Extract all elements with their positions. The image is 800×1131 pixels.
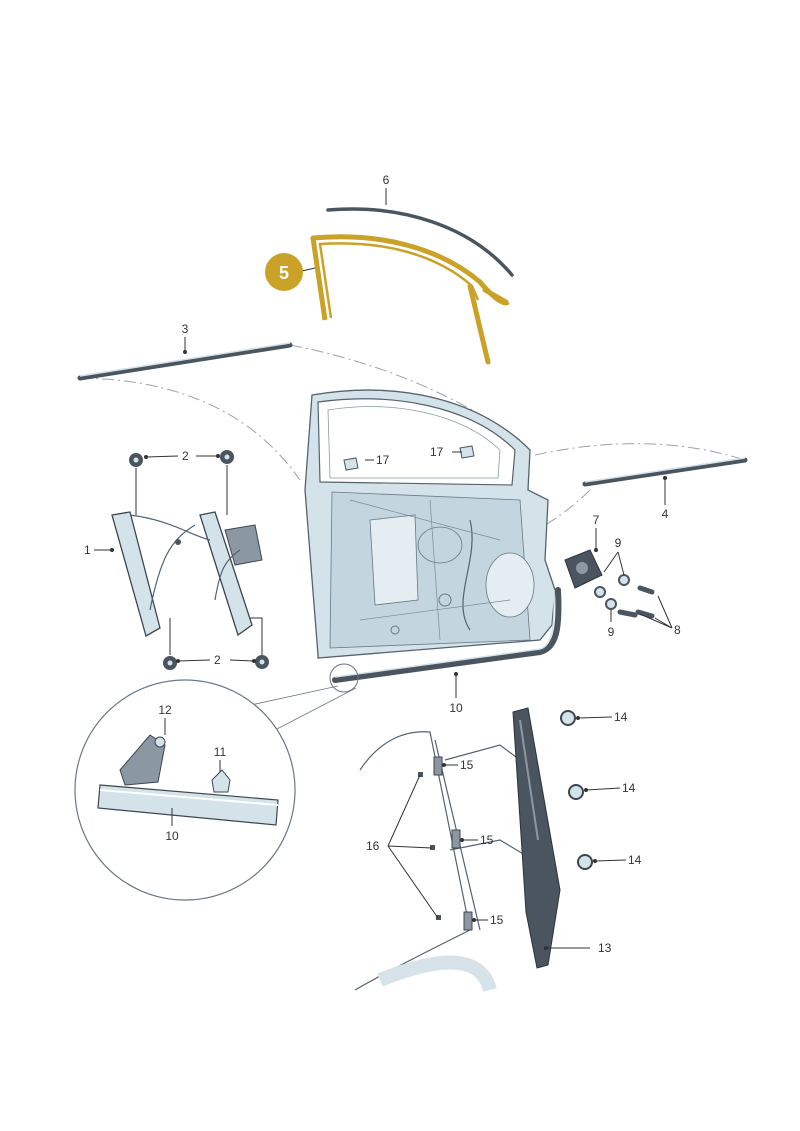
motor-part-7	[564, 549, 603, 589]
callout-6: 6	[383, 173, 390, 187]
callout-17-left: 17	[376, 453, 390, 467]
window-strip-part-3	[77, 342, 293, 381]
washers-part-9	[594, 574, 630, 610]
callout-17-right: 17	[430, 445, 444, 459]
callout-10-detail: 10	[165, 829, 179, 843]
window-regulator-part-1	[111, 511, 263, 637]
callout-7: 7	[593, 513, 600, 527]
callout-8: 8	[674, 623, 681, 637]
callout-14-middle: 14	[622, 781, 636, 795]
callout-2-bottom: 2	[214, 653, 221, 667]
highlight-badge[interactable]: 5	[265, 253, 316, 291]
clip-part-17-left	[343, 457, 359, 471]
callout-13: 13	[598, 941, 612, 955]
callout-15-top: 15	[460, 758, 474, 772]
screws-part-14	[560, 710, 593, 870]
callout-2-top: 2	[182, 449, 189, 463]
callout-labels: 6 3 17 17 2 1 2 4 7 9 9 8 10 12 11 10 13…	[84, 173, 681, 955]
callout-10-main: 10	[449, 701, 463, 715]
bolts-part-8	[617, 585, 655, 619]
callout-14-top: 14	[614, 710, 628, 724]
callout-15-bottom: 15	[490, 913, 504, 927]
window-strip-part-4	[582, 457, 748, 487]
callout-9-bottom: 9	[608, 625, 615, 639]
body-pillar	[354, 731, 526, 993]
callout-1: 1	[84, 543, 91, 557]
callout-14-bottom: 14	[628, 853, 642, 867]
door-body	[304, 389, 556, 659]
seal-strip-part-6	[326, 207, 514, 277]
callout-16: 16	[366, 839, 380, 853]
callout-3: 3	[182, 322, 189, 336]
nut-part-2-group	[129, 450, 269, 670]
callout-11: 11	[214, 745, 227, 759]
callout-9-top: 9	[615, 536, 622, 550]
detail-bubble	[74, 679, 357, 901]
window-seal-part-5	[310, 234, 510, 365]
callout-15-middle: 15	[480, 833, 494, 847]
callout-4: 4	[662, 507, 669, 521]
callout-leaders	[94, 188, 673, 950]
badge-number: 5	[279, 263, 289, 283]
clip-part-17-right	[459, 445, 475, 459]
sill-seal-part-10	[332, 587, 562, 683]
callout-12: 12	[158, 703, 172, 717]
pillar-trim-part-13	[512, 707, 561, 969]
